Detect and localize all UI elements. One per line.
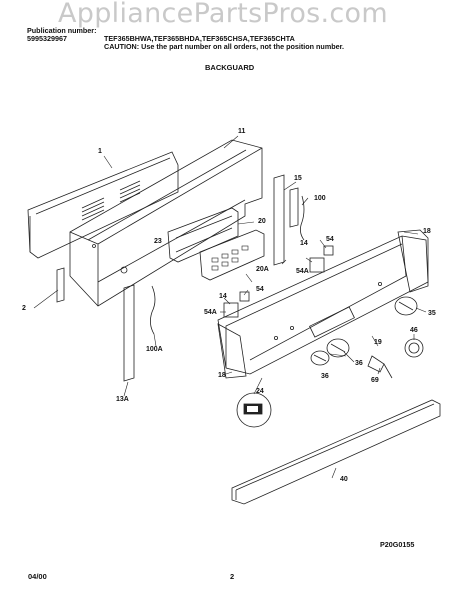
caution-note: CAUTION: Use the part number on all orde…	[104, 42, 344, 51]
model-list: TEF365BHWA,TEF365BHDA,TEF365CHSA,TEF365C…	[104, 34, 295, 43]
callout-15: 15	[294, 175, 302, 182]
callout-40: 40	[340, 476, 348, 483]
callout-14-upper: 14	[300, 240, 308, 247]
spring-100a	[150, 285, 156, 335]
detail-circle	[236, 392, 272, 428]
switch-upper	[309, 257, 325, 273]
leader-lines	[33, 135, 427, 479]
callout-2: 2	[22, 305, 26, 312]
end-cap-left	[217, 323, 247, 379]
callout-18-lower: 18	[218, 372, 226, 379]
section-title: BACKGUARD	[205, 63, 255, 72]
callout-13a: 13A	[116, 396, 129, 403]
callout-19: 19	[374, 339, 382, 346]
end-bracket-right	[273, 174, 285, 266]
callout-54a: 54A	[204, 309, 217, 316]
callout-35: 35	[428, 310, 436, 317]
callout-24: 24	[256, 388, 264, 395]
callout-20: 20	[258, 218, 266, 225]
knobs	[310, 296, 418, 366]
callout-23: 23	[154, 238, 162, 245]
callout-20a: 20A	[256, 266, 269, 273]
display-window	[309, 306, 355, 338]
backguard-panel	[69, 139, 263, 307]
control-frame	[167, 207, 239, 263]
callout-100a: 100A	[146, 346, 163, 353]
callout-18-upper: 18	[423, 228, 431, 235]
watermark: AppliancePartsPros.com	[58, 0, 388, 29]
callout-14-lower: 14	[219, 293, 227, 300]
callout-11: 11	[238, 128, 246, 135]
callout-100: 100	[314, 195, 326, 202]
callout-36-left: 36	[321, 373, 329, 380]
callout-69: 69	[371, 377, 379, 384]
switch-lower	[223, 302, 239, 318]
electronic-control	[199, 229, 265, 281]
end-bracket-left	[123, 284, 135, 382]
callout-54a-right: 54A	[296, 268, 309, 275]
callout-36-right: 36	[355, 360, 363, 367]
lower-trim	[231, 399, 441, 505]
publication-number: 5995329967	[27, 34, 67, 43]
figure-code: P20G0155	[380, 540, 415, 549]
footer-page-number: 2	[230, 572, 235, 581]
callout-46: 46	[410, 327, 418, 334]
spring-100	[300, 195, 305, 241]
publication-label: Publication number:	[27, 26, 97, 35]
left-bracket	[56, 267, 65, 303]
footer-date: 04/00	[28, 572, 47, 581]
callout-1: 1	[98, 148, 102, 155]
control-panel	[217, 235, 429, 375]
end-cap-right	[397, 229, 429, 293]
callout-54-upper: 54	[326, 236, 334, 243]
callout-54-lower: 54	[256, 286, 264, 293]
screw	[367, 355, 385, 373]
vent-slots	[81, 180, 141, 221]
knob-bezel	[404, 338, 424, 358]
